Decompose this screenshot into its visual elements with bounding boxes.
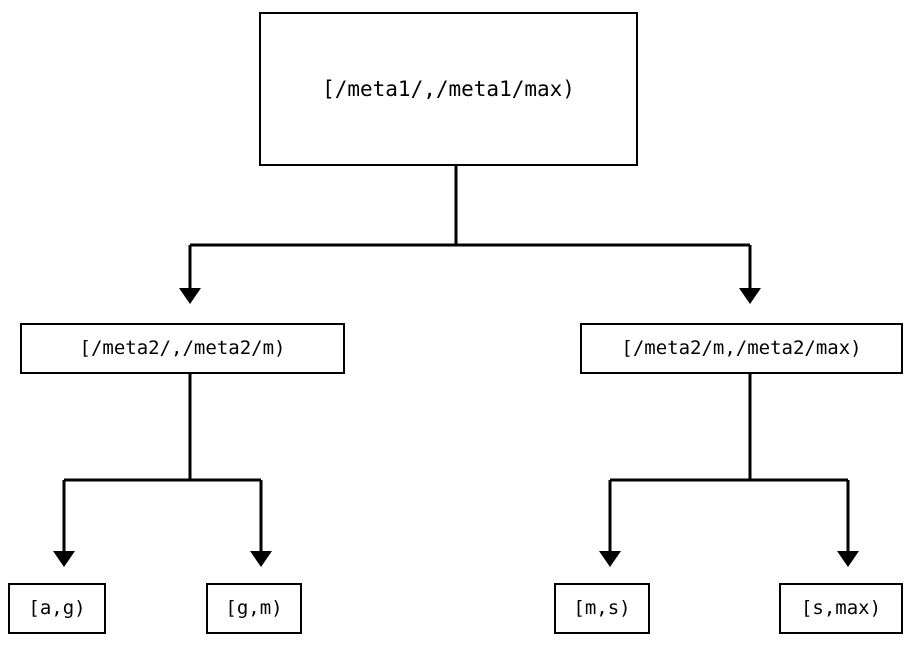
arrowhead-to-leaf-4 xyxy=(837,551,859,567)
tree-node-root[interactable]: [/meta1/,/meta1/max) xyxy=(259,12,638,166)
arrowhead-to-leaf-3 xyxy=(599,551,621,567)
tree-node-leaf-3-label: [m,s) xyxy=(573,597,631,619)
tree-node-root-label: [/meta1/,/meta1/max) xyxy=(322,76,575,101)
tree-node-leaf-4[interactable]: [s,max) xyxy=(779,583,903,634)
tree-node-leaf-4-label: [s,max) xyxy=(800,597,882,619)
tree-node-leaf-2-label: [g,m) xyxy=(225,597,283,619)
tree-node-mid-left[interactable]: [/meta2/,/meta2/m) xyxy=(20,323,345,374)
tree-node-leaf-2[interactable]: [g,m) xyxy=(206,583,302,634)
arrowhead-to-mid-right xyxy=(739,288,761,304)
tree-node-mid-right-label: [/meta2/m,/meta2/max) xyxy=(621,337,862,359)
tree-node-leaf-3[interactable]: [m,s) xyxy=(554,583,650,634)
arrowhead-to-leaf-2 xyxy=(250,551,272,567)
tree-node-mid-left-label: [/meta2/,/meta2/m) xyxy=(79,337,286,359)
arrowhead-to-leaf-1 xyxy=(53,551,75,567)
tree-node-leaf-1[interactable]: [a,g) xyxy=(8,583,106,634)
tree-node-mid-right[interactable]: [/meta2/m,/meta2/max) xyxy=(580,323,903,374)
arrowhead-to-mid-left xyxy=(179,288,201,304)
tree-node-leaf-1-label: [a,g) xyxy=(28,597,86,619)
